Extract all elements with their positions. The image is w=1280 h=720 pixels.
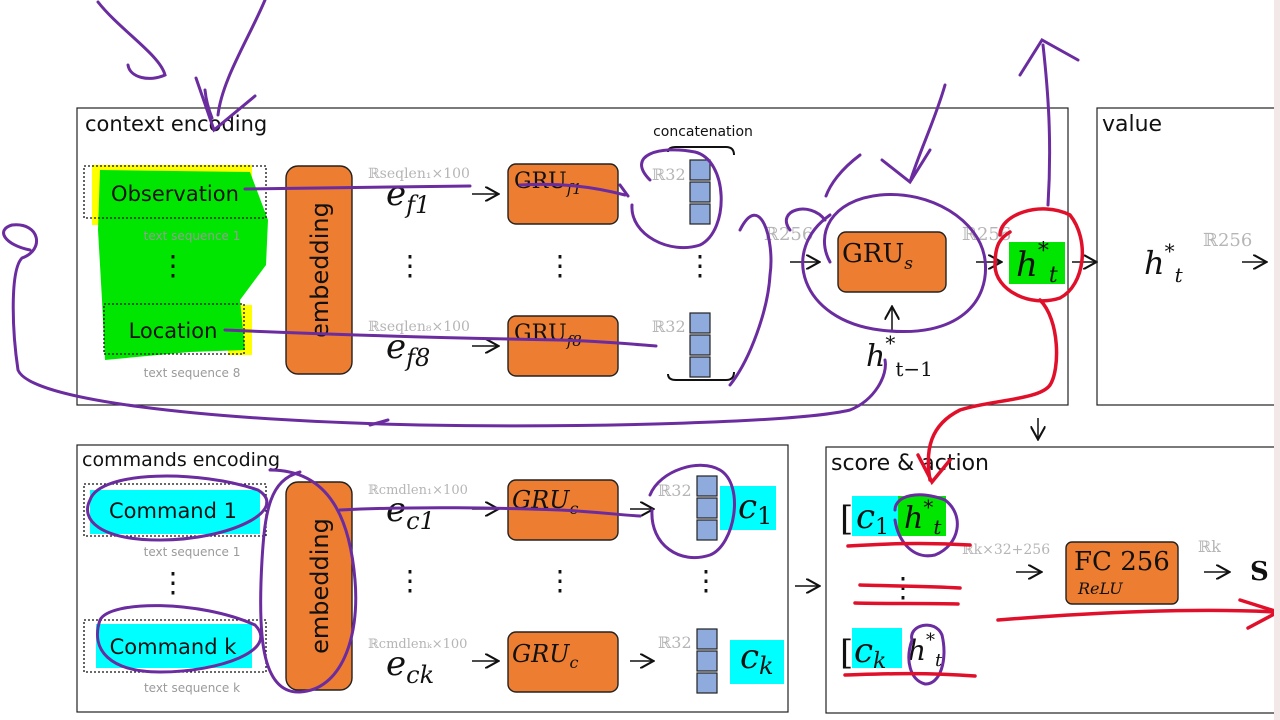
r32-context-bottom: ℝ32 (652, 317, 686, 336)
commands-title: commands encoding (82, 449, 280, 471)
cvec-bot-1 (696, 628, 718, 650)
gru-c-bottom-label: GRUc (512, 640, 578, 672)
context-vec-dots: ⋮ (686, 249, 714, 282)
location-box (103, 303, 245, 355)
h-t-star: h*t (1016, 239, 1058, 288)
context-dims-top: ℝseqlen₁×100 (368, 166, 470, 182)
row1-bracket: [ (840, 499, 853, 539)
c1-cyan-highlight (720, 486, 776, 530)
commands-embedding-block (285, 481, 353, 691)
cvec-top-3 (696, 519, 718, 541)
gru-c-top-label: GRUc (512, 486, 578, 518)
commands-panel (76, 444, 789, 713)
green-highlight (98, 170, 268, 360)
commands-dims-bottom: ℝcmdlenₖ×100 (368, 637, 467, 652)
purple-annotations (2, 0, 1080, 694)
cvec-bot-2 (696, 650, 718, 672)
r32-cmd-bottom: ℝ32 (658, 633, 692, 652)
command-1-box (83, 483, 267, 537)
ck-cyan-highlight (730, 640, 784, 684)
context-dims-bottom: ℝseqlen₈×100 (368, 319, 470, 335)
commands-vec-dots: ⋮ (692, 564, 720, 597)
commands-e-dots: ⋮ (396, 564, 424, 597)
vec-bot-1 (689, 312, 711, 334)
e-c1: ec1 (386, 490, 435, 535)
command-1-label: Command 1 (109, 499, 237, 523)
row1-c: c1 (856, 497, 889, 540)
seq-label-1: text sequence 1 (144, 229, 241, 243)
c-k: ck (740, 637, 774, 680)
location-label: Location (129, 319, 218, 343)
context-e-dots: ⋮ (396, 249, 424, 282)
rowk-c-cyan (852, 628, 902, 668)
vec-bot-2 (689, 334, 711, 356)
value-title: value (1102, 112, 1162, 137)
observation-label: Observation (111, 182, 239, 206)
cyan-highlight-k (96, 624, 252, 668)
rowk-h: h*t (908, 630, 943, 671)
score-title: score & action (831, 451, 989, 476)
right-edge-strip (1274, 0, 1280, 720)
cvec-top-1 (696, 475, 718, 497)
gru-f8-block (507, 315, 619, 377)
c-1: c1 (738, 487, 772, 530)
cmd-seq-label-1: text sequence 1 (144, 545, 241, 559)
red-annotations (843, 207, 1280, 678)
context-title: context encoding (85, 112, 267, 136)
command-k-label: Command k (110, 635, 238, 659)
gru-c-bottom-block (507, 631, 619, 693)
commands-gru-dots: ⋮ (546, 564, 574, 597)
concatenation-label: concatenation (653, 124, 753, 140)
value-r256: ℝ256 (1203, 230, 1252, 251)
r32-context-top: ℝ32 (652, 165, 686, 184)
vec-top-2 (689, 181, 711, 203)
cyan-highlight-1 (90, 490, 260, 534)
rowk-bracket: [ (840, 633, 853, 673)
context-input-dots: ⋮ (159, 249, 187, 282)
rowk-c: ck (854, 631, 886, 674)
row1-h: h*t (904, 495, 942, 539)
fc-block (1065, 541, 1179, 605)
value-h-t-star: h*t (1144, 239, 1184, 287)
rk-label: ℝk (1198, 537, 1221, 556)
gru-s-label: GRUs (842, 239, 913, 274)
context-embedding-label: embedding (306, 202, 334, 338)
e-f1: ef1 (386, 174, 430, 219)
h-t-minus-1: h*t−1 (866, 331, 933, 381)
gru-f1-label: GRUf1 (514, 169, 582, 198)
row1-c-cyan (852, 496, 898, 536)
vec-bot-3 (689, 356, 711, 378)
cmd-seq-label-k: text sequence k (144, 681, 240, 695)
vec-top-1 (689, 159, 711, 181)
seq-label-8: text sequence 8 (144, 366, 241, 380)
context-gru-dots: ⋮ (546, 249, 574, 282)
r256-in: ℝ256 (764, 224, 813, 245)
commands-dims-top: ℝcmdlen₁×100 (368, 483, 468, 498)
score-dims: ℝk×32+256 (962, 542, 1050, 558)
r32-cmd-top: ℝ32 (658, 481, 692, 500)
context-embedding-block (285, 165, 353, 375)
gru-s-block (837, 231, 947, 293)
commands-embedding-label: embedding (306, 518, 334, 654)
vec-top-3 (689, 203, 711, 225)
score-panel (825, 446, 1280, 714)
cvec-top-2 (696, 497, 718, 519)
commands-input-dots: ⋮ (159, 566, 187, 599)
observation-box (83, 165, 267, 219)
row1-h-green (898, 496, 946, 536)
fc-relu: ReLU (1077, 579, 1123, 598)
ht-green-highlight (1009, 242, 1065, 284)
output-s: S (1250, 557, 1269, 587)
fc-label: FC 256 (1074, 547, 1170, 577)
value-panel (1096, 107, 1280, 406)
e-ck: eck (386, 644, 434, 689)
context-panel (76, 107, 1069, 406)
cvec-bot-3 (696, 672, 718, 694)
